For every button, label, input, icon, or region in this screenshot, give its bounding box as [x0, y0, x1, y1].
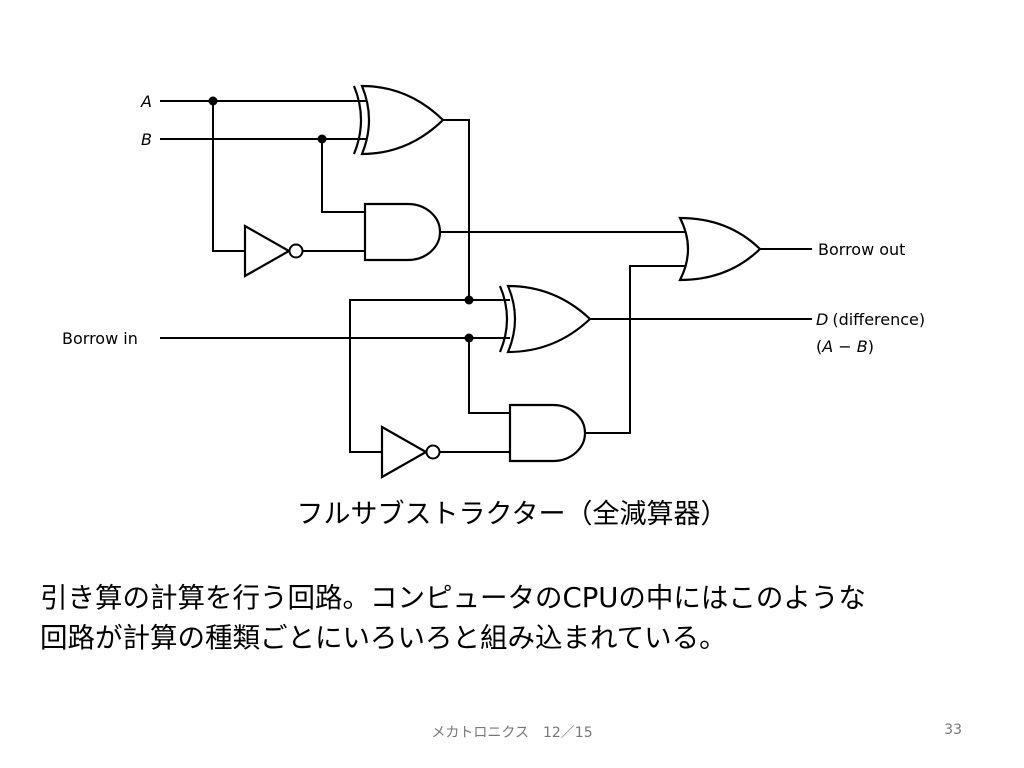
formula-close: )	[868, 337, 874, 356]
wire-and2-to-or	[585, 265, 690, 434]
label-difference: D(difference)	[816, 310, 925, 329]
junctions	[208, 96, 474, 343]
diagram-caption: フルサブストラクター（全減算器）	[296, 499, 728, 530]
formula-open: (	[816, 337, 822, 356]
junction-borrow-in	[464, 333, 474, 343]
body-line-2: 回路が計算の種類ごとにいろいろと組み込まれている。	[40, 622, 727, 654]
and-gate-1	[363, 202, 442, 262]
formula-minus: −	[833, 337, 857, 356]
wire-xor1-out	[443, 119, 510, 301]
junction-xor1-out	[464, 295, 474, 305]
label-input-b: B	[141, 130, 152, 149]
label-input-a: A	[140, 92, 152, 111]
wire-b-to-and1	[321, 139, 365, 213]
body-text: 引き算の計算を行う回路。コンピュータのCPUの中にはこのような 回路が計算の種類…	[40, 578, 1000, 658]
body-line-1: 引き算の計算を行う回路。コンピュータのCPUの中にはこのような	[40, 582, 866, 614]
formula-a: A	[821, 337, 833, 356]
not-gate-1	[243, 224, 304, 278]
and-gate-2	[508, 403, 587, 463]
label-borrow-in: Borrow in	[62, 329, 138, 348]
wire-borrow-to-and2	[468, 338, 510, 414]
label-borrow-out: Borrow out	[818, 240, 905, 259]
page-number: 33	[944, 722, 962, 738]
junction-a	[208, 96, 218, 106]
not-gate-2	[380, 425, 441, 479]
wires	[160, 100, 812, 453]
label-difference-var: D	[816, 310, 828, 329]
xor-gate-1	[352, 84, 445, 156]
formula-b: B	[857, 337, 868, 356]
wire-a-to-not1	[212, 101, 245, 252]
wire-xor1-to-not2	[349, 299, 469, 453]
junction-b	[317, 134, 327, 144]
label-difference-text: (difference)	[832, 310, 925, 329]
footer-title: メカトロニクス 12／15	[431, 725, 593, 741]
full-subtractor-diagram: A B Borrow in Borrow out D(difference) (…	[62, 84, 925, 479]
or-gate	[678, 216, 762, 282]
xor-gate-2	[498, 284, 592, 354]
label-difference-formula: (A − B)	[816, 337, 874, 356]
